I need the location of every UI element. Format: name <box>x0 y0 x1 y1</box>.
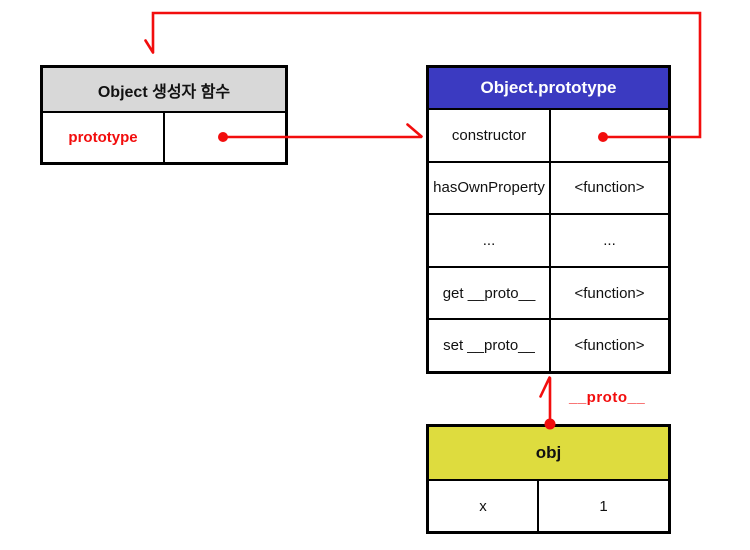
property-name-cell: constructor <box>429 110 551 161</box>
property-value-cell: <function> <box>574 284 645 302</box>
object-prototype-header: Object.prototype <box>429 68 668 110</box>
obj-property-name-cell: x <box>429 481 539 531</box>
property-value-cell: ... <box>603 231 616 249</box>
table-row: hasOwnProperty <function> <box>429 162 668 216</box>
property-name-cell: ... <box>429 215 551 266</box>
table-row: set __proto__ <function> <box>429 320 668 371</box>
obj-header: obj <box>429 427 668 481</box>
property-name-cell: set __proto__ <box>429 320 551 371</box>
table-row: constructor <box>429 110 668 163</box>
property-name-cell: get __proto__ <box>429 267 551 319</box>
obj-proto-arrow <box>539 376 552 423</box>
property-value-cell: <function> <box>574 179 645 197</box>
obj-property-value-cell: 1 <box>599 497 608 515</box>
obj-box: obj x 1 <box>426 424 671 534</box>
table-row: ... ... <box>429 215 668 268</box>
prototype-value-cell <box>165 113 285 162</box>
proto-link-label: __proto__ <box>569 389 646 406</box>
constructor-function-box: Object 생성자 함수 prototype <box>40 65 288 165</box>
property-name-cell: hasOwnProperty <box>429 162 551 214</box>
property-value-cell: <function> <box>574 337 645 355</box>
object-prototype-box: Object.prototype constructor hasOwnPrope… <box>426 65 671 374</box>
table-row: x 1 <box>429 481 668 531</box>
table-row: prototype <box>43 113 285 162</box>
table-row: get __proto__ <function> <box>429 267 668 321</box>
prototype-property-cell: prototype <box>43 113 165 162</box>
property-value-cell <box>551 110 668 161</box>
constructor-function-header: Object 생성자 함수 <box>43 68 285 113</box>
